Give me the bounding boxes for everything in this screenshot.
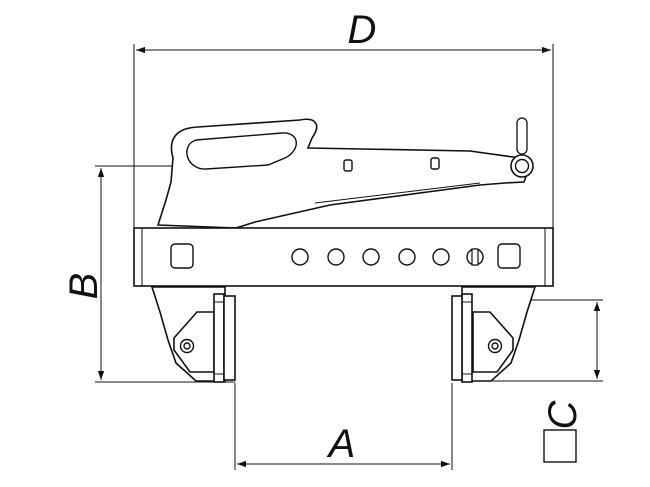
dimension-d-label: D bbox=[348, 8, 377, 52]
right-gripping-pad bbox=[451, 293, 473, 383]
square-hole bbox=[170, 243, 194, 269]
square-hole bbox=[497, 243, 521, 269]
arm-slot-hole bbox=[343, 159, 353, 172]
adjustment-hole bbox=[291, 248, 309, 266]
left-jaw-plate bbox=[150, 286, 226, 382]
dimension-a-label: A bbox=[327, 422, 356, 466]
adjustment-hole bbox=[432, 248, 450, 266]
left-gripping-pad bbox=[213, 293, 236, 383]
right-jaw-plate bbox=[461, 286, 537, 382]
dimension-b-label: B bbox=[62, 273, 106, 300]
main-body-plate bbox=[133, 227, 554, 287]
handle-grip-slot bbox=[186, 132, 297, 170]
lever-arm bbox=[156, 118, 531, 229]
adjustment-hole bbox=[398, 248, 416, 266]
arm-slot-hole bbox=[430, 157, 440, 170]
pin-in-hole bbox=[466, 248, 484, 266]
square-section-symbol bbox=[543, 429, 577, 463]
locking-pin bbox=[510, 117, 534, 178]
dimension-c: C bbox=[470, 299, 603, 463]
dimension-c-label: C bbox=[541, 399, 585, 429]
dimension-a: A bbox=[234, 383, 453, 470]
adjustment-hole bbox=[362, 248, 380, 266]
dimension-d: D bbox=[133, 8, 554, 228]
adjustment-hole bbox=[327, 248, 345, 266]
